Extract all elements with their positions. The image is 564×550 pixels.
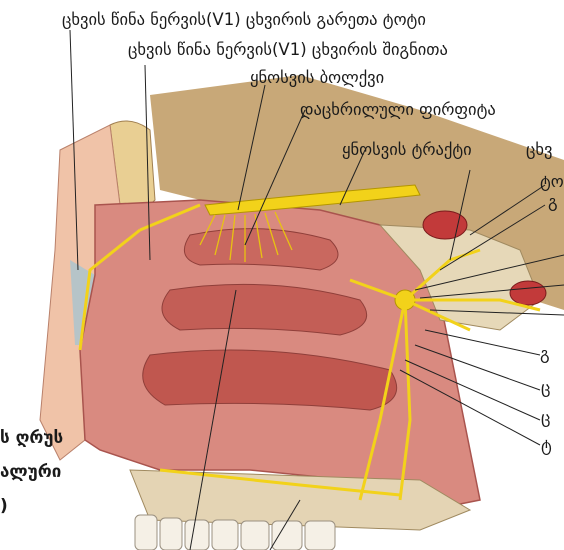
label-partial-right-top: ცხვ: [526, 140, 553, 160]
carotid-artery-2: [510, 281, 546, 305]
label-left-partial-1: ს ღრუს: [0, 428, 63, 448]
label-left-partial-2: ალური: [0, 462, 61, 482]
label-partial-r3: გ: [540, 344, 550, 364]
label-olfactory-tract: ყნოსვის ტრაქტი: [342, 140, 472, 160]
label-internal-nasal-branch: ცხვის წინა ნერვის(V1) ცხვირის შიგნითა: [128, 40, 448, 60]
label-partial-r6: ტ: [541, 436, 552, 456]
label-left-partial-3: ): [0, 496, 8, 516]
label-olfactory-bulb: ყნოსვის ბოლქვი: [250, 68, 384, 88]
label-partial-r4: ც: [541, 378, 550, 398]
label-partial-r1: ტო: [540, 172, 564, 192]
label-external-nasal-branch: ცხვის წინა ნერვის(V1) ცხვირის გარეთა ტოტ…: [62, 10, 426, 30]
label-partial-r5: ც: [541, 408, 550, 428]
label-partial-r2: გ: [548, 192, 558, 212]
label-cribriform-plate: დაცხრილული ფირფიტა: [300, 100, 496, 120]
